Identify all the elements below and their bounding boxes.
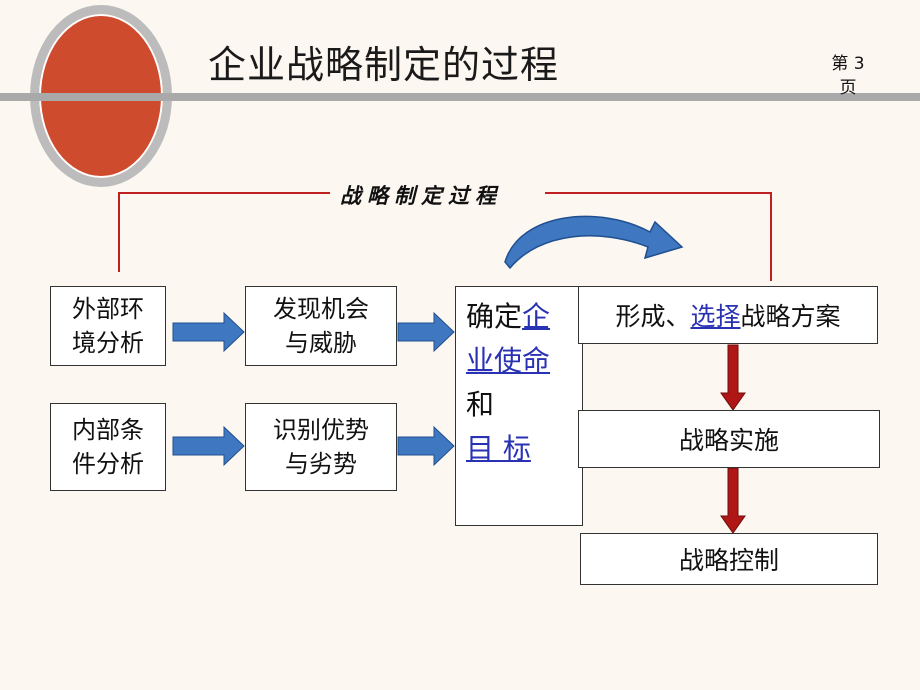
strategy-implementation-box: 战略实施 [578,410,880,468]
opportunities-threats-box: 发现机会 与威胁 [245,286,397,366]
formulate-strategy-box: 形成、选择战略方案 [578,286,878,344]
right-arrow-icon-4 [397,425,455,467]
implementation-label: 战略实施 [678,426,779,455]
mission-prefix: 确定 [466,300,523,333]
external-analysis-line1: 外部环 [72,295,144,323]
external-analysis-line2: 境分析 [72,329,144,357]
strengths-weaknesses-line2: 与劣势 [285,450,357,478]
internal-analysis-box: 内部条 件分析 [50,403,166,491]
select-link[interactable]: 选择 [690,302,741,331]
page-number: 第 3 页 [826,52,870,100]
strategy-control-box: 战略控制 [580,533,878,585]
enterprise-mission-link[interactable]: 业使命 [466,344,551,377]
header-bar [0,93,920,101]
right-arrow-icon-1 [172,311,245,353]
down-arrow-icon-2 [720,467,746,534]
control-label: 战略控制 [678,546,779,575]
mission-connector: 和 [466,388,495,421]
down-arrow-icon-1 [720,344,746,411]
goals-link[interactable]: 目 标 [466,432,531,465]
process-bracket-right [545,192,772,281]
page-number-line1: 第 3 [831,54,865,74]
strengths-weaknesses-box: 识别优势 与劣势 [245,403,397,491]
process-label: 战略制定过程 [340,183,502,208]
strengths-weaknesses-line1: 识别优势 [273,416,369,444]
right-arrow-icon-3 [172,425,245,467]
formulate-suffix: 战略方案 [740,302,841,331]
formulate-prefix: 形成、 [615,302,691,331]
external-analysis-box: 外部环 境分析 [50,286,166,366]
internal-analysis-line2: 件分析 [72,450,144,478]
slide-title: 企业战略制定的过程 [208,43,560,87]
right-arrow-icon-2 [397,311,455,353]
internal-analysis-line1: 内部条 [72,416,144,444]
process-bracket-left [118,192,330,272]
opportunities-threats-line1: 发现机会 [273,295,369,323]
curved-arrow-icon [504,215,684,270]
mission-goals-box: 确定企 业使命 和 目 标 [455,286,583,526]
opportunities-threats-line2: 与威胁 [285,329,357,357]
page-number-line2: 页 [839,78,857,98]
enterprise-link-part1[interactable]: 企 [522,300,551,333]
